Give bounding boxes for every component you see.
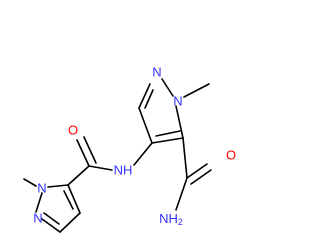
bond-left-ring-c3-c4: [59, 212, 81, 233]
bond-right-carbonyl-nh2: [175, 177, 188, 211]
bond-right-ring-n1-c5: [175, 105, 184, 139]
bond-left-carbonyl-nh: [88, 165, 113, 171]
bond-right-carbonyl-o: [186, 163, 208, 179]
bond-left-ring-c4-c5: [67, 184, 81, 214]
atom-o-right: O: [226, 148, 236, 163]
bond-right-ring-c3-n2-double: [144, 89, 154, 109]
chemical-structure: N N O NH N N O NH2: [23, 65, 236, 233]
atom-nh2-subscript: 2: [178, 217, 183, 227]
bond-right-ring-c4-c3: [138, 107, 153, 144]
bond-right-ring-c4-c5: [151, 137, 184, 144]
bonds: [23, 78, 212, 233]
atom-nh2-amide: NH2: [159, 211, 183, 228]
atom-labels: N N O NH N N O NH2: [33, 65, 236, 228]
bond-left-ring-n2-c3-double: [43, 212, 60, 225]
bond-left-ring-n2-c3: [41, 218, 61, 233]
bond-left-carbonyl-o: [76, 139, 90, 167]
atom-o-left: O: [68, 123, 78, 138]
atom-n-right-ring: N: [152, 65, 161, 80]
bond-right-ring-c4-c5-double: [155, 130, 181, 137]
atom-nh-amide: NH: [114, 163, 133, 178]
bond-n-methyl-left: [23, 178, 37, 187]
bond-right-c5-carbonyl: [182, 137, 188, 179]
atom-nh2-symbol: NH: [159, 211, 178, 226]
atom-n-right-methyl: N: [173, 94, 182, 109]
bond-left-ring-c4-c5-double: [63, 190, 74, 210]
bond-left-ring-n1-n2: [35, 192, 43, 213]
bond-n-methyl-right: [183, 83, 210, 98]
atom-n-left-methyl: N: [37, 181, 46, 196]
bond-left-ring-c5-n1: [47, 184, 69, 188]
bond-right-ring-n2-n1: [161, 78, 174, 97]
bond-left-c5-carbonyl: [67, 165, 90, 186]
bond-right-ring-c3-n2: [138, 83, 151, 109]
bond-right-carbonyl-o-double: [190, 169, 212, 185]
bond-left-carbonyl-o-double: [83, 136, 97, 164]
bond-nh-right-ring: [133, 142, 153, 166]
atom-n-left-ring: N: [33, 211, 42, 226]
